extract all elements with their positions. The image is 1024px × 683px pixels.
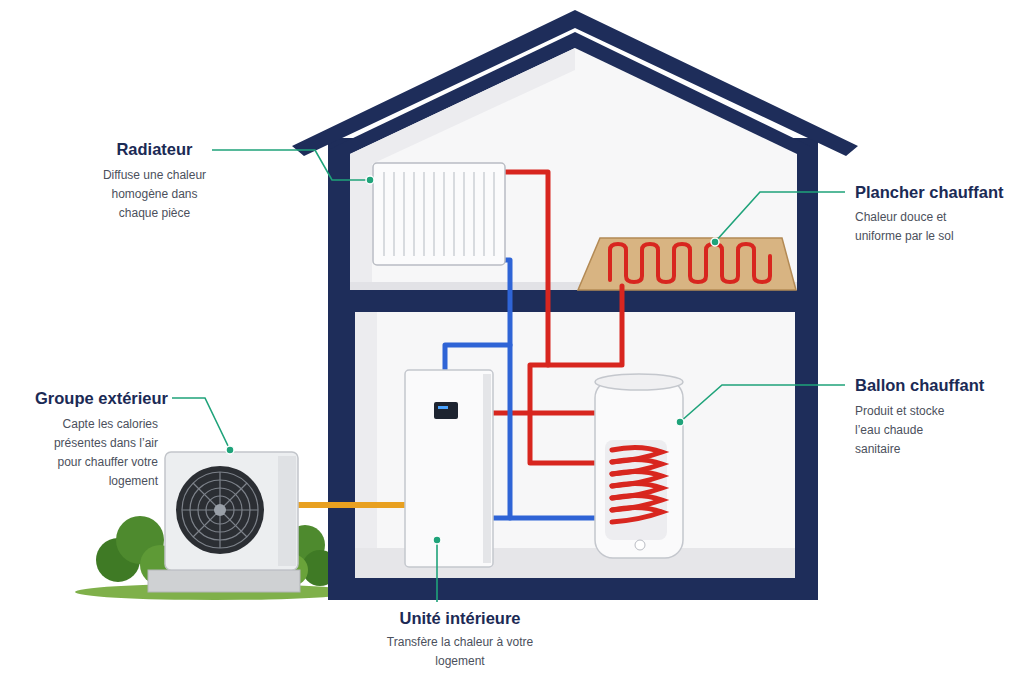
outdoor-unit: [148, 452, 300, 592]
concrete-base: [148, 570, 300, 592]
drawing-line: [393, 172, 395, 256]
drawing-line: [473, 172, 475, 256]
indoor-unit-body: [405, 370, 493, 567]
water-tank: [595, 374, 683, 558]
leader-dot: [676, 418, 684, 426]
drawing-path: [612, 507, 662, 522]
fan-housing: [176, 466, 264, 554]
radiator-fins: [384, 172, 494, 256]
part-description: Chaleur douce et uniforme par le sol: [855, 208, 973, 246]
cold-pipe: [445, 345, 510, 372]
drawing-line: [453, 172, 455, 256]
floor-heating: [578, 238, 796, 290]
leader-line: [715, 192, 845, 242]
drawing-line: [413, 172, 415, 256]
drawing-line: [193, 483, 247, 537]
part-name: Groupe extérieur: [10, 388, 168, 408]
outdoor-unit-side: [278, 456, 296, 566]
drawing-line: [493, 172, 495, 256]
tank-top: [595, 374, 683, 390]
fan-grille: [182, 472, 258, 548]
drawing-line: [433, 172, 435, 256]
indoor-unit-side: [483, 374, 491, 563]
floor-board: [578, 238, 796, 290]
leader-dot: [366, 176, 374, 184]
hot-pipe: [505, 172, 622, 365]
cold-pipe: [493, 516, 510, 521]
house: [292, 10, 858, 600]
radiator-body: [373, 163, 505, 265]
drawing-line: [483, 172, 485, 256]
fan-hub: [214, 504, 226, 516]
tank-body: [595, 380, 683, 558]
tank-cutaway: [605, 440, 667, 540]
leader-line: [212, 150, 368, 180]
indoor-unit: [405, 370, 493, 567]
drawing-line: [443, 172, 445, 256]
leader-dot: [433, 536, 441, 544]
upper-room-shade: [350, 48, 575, 288]
cold-pipe: [500, 260, 600, 518]
tank-knob: [635, 540, 645, 550]
part-name: Plancher chauffant: [855, 182, 1020, 202]
part-name: Ballon chauffant: [855, 375, 1020, 395]
heating-coil: [610, 244, 770, 282]
leader-dot: [226, 446, 234, 454]
part-name: Radiateur: [92, 139, 217, 159]
drawing-line: [403, 172, 405, 256]
leader-lines: [172, 150, 845, 602]
drawing-line: [463, 172, 465, 256]
drawing-circle: [182, 472, 258, 548]
outdoor-unit-body: [165, 452, 298, 570]
screen-display: [438, 406, 448, 409]
radiator: [373, 163, 505, 265]
drawing-line: [383, 172, 385, 256]
leader-line: [680, 385, 845, 422]
leader-line: [172, 398, 230, 450]
part-description: Transfère la chaleur à votre logement: [380, 633, 540, 671]
leader-dot: [711, 238, 719, 246]
lower-room: [355, 312, 795, 578]
part-description: Diffuse une chaleur homogène dans chaque…: [92, 166, 217, 223]
part-description: Produit et stocke l’eau chaude sanitaire: [855, 402, 960, 459]
drawing-line: [193, 483, 247, 537]
part-name: Unité intérieure: [360, 608, 560, 628]
drawing-line: [423, 172, 425, 256]
leader-line: [436, 540, 438, 602]
refrigerant-pipe: [298, 502, 405, 508]
lower-room-shade: [355, 312, 377, 578]
part-description: Capte les calories présentes dans l’air …: [40, 415, 158, 491]
leader-dots: [226, 176, 719, 544]
tank-coil: [612, 447, 662, 522]
control-screen: [434, 402, 458, 419]
